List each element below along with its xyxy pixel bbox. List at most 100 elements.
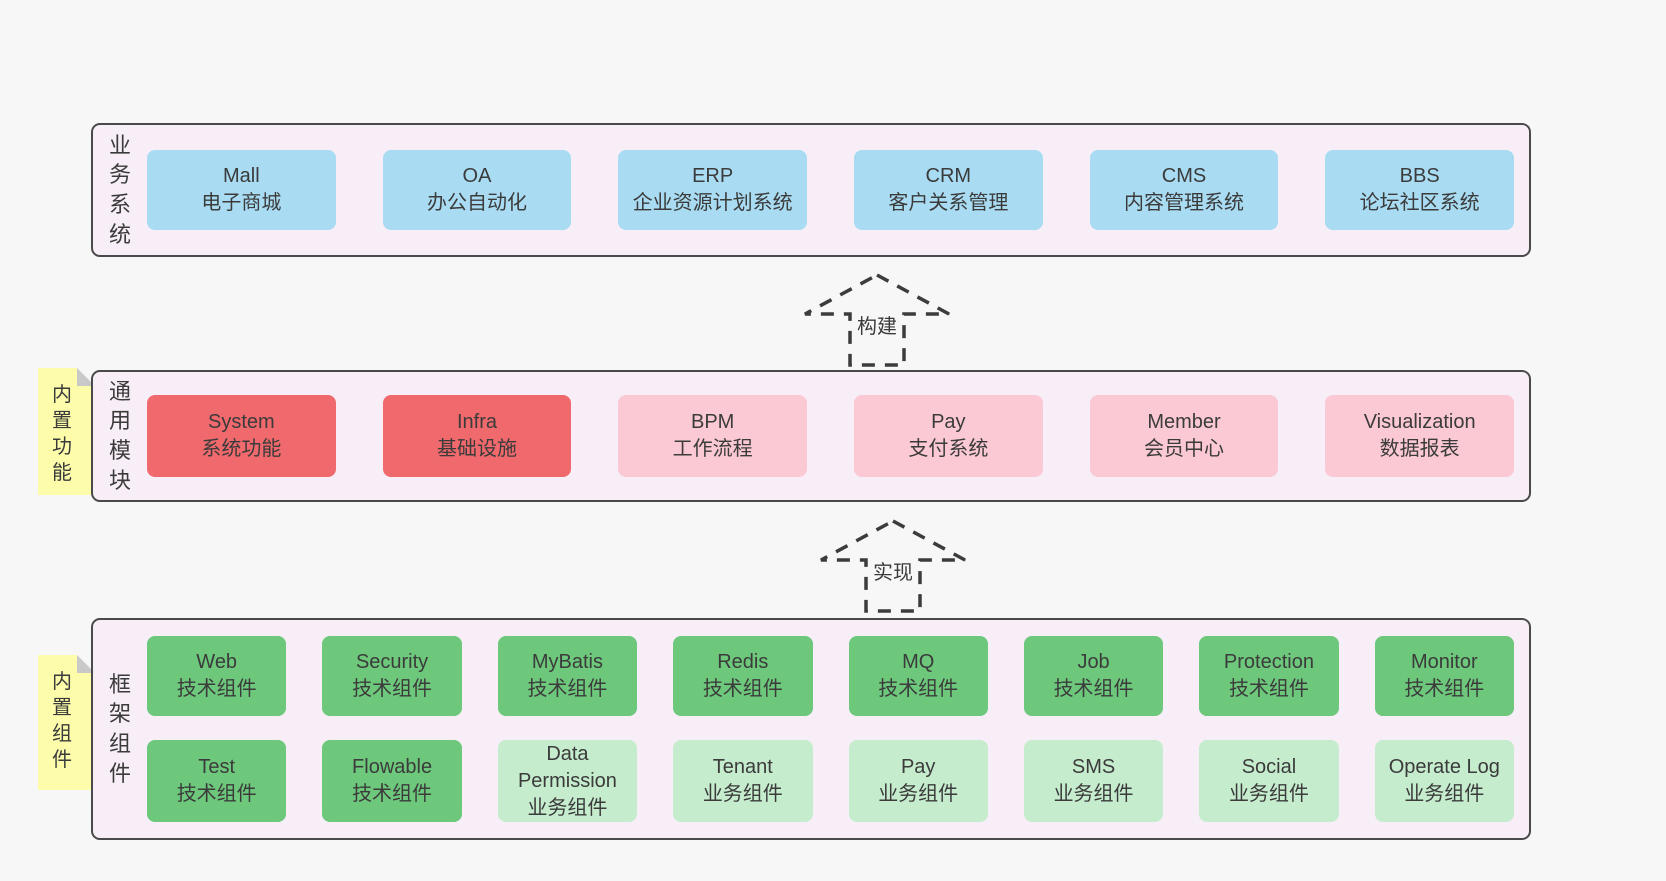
box-subtitle: 电子商城 <box>201 192 282 214</box>
box-subtitle: 支付系统 <box>908 438 989 460</box>
implement-arrow: 实现 <box>813 518 973 614</box>
box-subtitle: 技术组件 <box>702 678 783 700</box>
business-systems-grid: Mall 电子商城 OA 办公自动化 ERP 企业资源计划系统 CRM 客户关系… <box>147 125 1529 255</box>
box-data-permission: Data Permission 业务组件 <box>497 740 638 822</box>
box-protection: Protection 技术组件 <box>1199 636 1339 716</box>
box-tenant: Tenant 业务组件 <box>673 740 813 822</box>
box-title: Web <box>196 651 238 673</box>
box-oa: OA 办公自动化 <box>382 150 572 230</box>
box-title: Operate Log <box>1388 756 1500 778</box>
box-monitor: Monitor 技术组件 <box>1374 636 1514 716</box>
framework-components-band-label-text: 框架组件 <box>108 671 131 786</box>
box-title: Pay <box>900 756 936 778</box>
box-title: BBS <box>1399 165 1440 187</box>
box-cms: CMS 内容管理系统 <box>1089 150 1279 230</box>
box-title: Data Permission <box>517 742 617 792</box>
box-title: MQ <box>902 651 935 673</box>
box-social: Social 业务组件 <box>1199 740 1339 822</box>
common-modules-band: 通用模块 System 系统功能 Infra 基础设施 BPM 工作流程 Pay… <box>91 370 1531 502</box>
box-subtitle: 技术组件 <box>1053 678 1134 700</box>
box-subtitle: 业务组件 <box>1404 783 1485 805</box>
box-web: Web 技术组件 <box>147 636 287 716</box>
box-subtitle: 系统功能 <box>201 438 282 460</box>
box-pay-system: Pay 支付系统 <box>854 395 1043 477</box>
box-mybatis: MyBatis 技术组件 <box>497 636 638 716</box>
box-title: Protection <box>1223 651 1314 673</box>
framework-components-grid: Web 技术组件 Security 技术组件 MyBatis 技术组件 Redi… <box>147 620 1529 838</box>
business-systems-band-label: 业务系统 <box>93 125 147 255</box>
box-subtitle: 会员中心 <box>1143 438 1224 460</box>
box-subtitle: 业务组件 <box>878 783 959 805</box>
box-title: BPM <box>690 411 735 433</box>
implement-arrow-label: 实现 <box>870 556 916 585</box>
box-title: CRM <box>925 165 972 187</box>
box-mall: Mall 电子商城 <box>147 150 336 230</box>
framework-components-band-label: 框架组件 <box>93 620 147 838</box>
box-subtitle: 内容管理系统 <box>1123 192 1244 214</box>
box-mq: MQ 技术组件 <box>848 636 988 716</box>
box-pay-component: Pay 业务组件 <box>848 740 988 822</box>
box-title: System <box>207 411 275 433</box>
box-title: Tenant <box>712 756 773 778</box>
box-crm: CRM 客户关系管理 <box>854 150 1043 230</box>
box-redis: Redis 技术组件 <box>673 636 813 716</box>
common-modules-grid: System 系统功能 Infra 基础设施 BPM 工作流程 Pay 支付系统… <box>147 372 1529 500</box>
box-subtitle: 办公自动化 <box>426 192 527 214</box>
box-subtitle: 技术组件 <box>527 678 608 700</box>
builtin-components-note: 内置组件 <box>38 655 95 790</box>
box-subtitle: 业务组件 <box>702 783 783 805</box>
box-flowable: Flowable 技术组件 <box>322 740 462 822</box>
box-title: Infra <box>456 411 497 433</box>
box-title: Redis <box>717 651 769 673</box>
box-subtitle: 技术组件 <box>352 678 433 700</box>
box-title: Test <box>198 756 236 778</box>
box-title: OA <box>462 165 492 187</box>
box-title: Mall <box>222 165 260 187</box>
box-operate-log: Operate Log 业务组件 <box>1374 740 1514 822</box>
box-subtitle: 技术组件 <box>1228 678 1309 700</box>
box-bpm: BPM 工作流程 <box>618 395 807 477</box>
box-security: Security 技术组件 <box>322 636 462 716</box>
common-modules-band-label-text: 通用模块 <box>108 378 131 493</box>
box-bbs: BBS 论坛社区系统 <box>1325 150 1514 230</box>
box-member: Member 会员中心 <box>1089 395 1279 477</box>
builtin-functions-note-label: 内置功能 <box>52 384 72 484</box>
box-subtitle: 业务组件 <box>1228 783 1309 805</box>
builtin-functions-note: 内置功能 <box>38 368 95 495</box>
box-infra: Infra 基础设施 <box>382 395 572 477</box>
box-title: ERP <box>692 165 734 187</box>
box-subtitle: 论坛社区系统 <box>1359 192 1480 214</box>
box-subtitle: 技术组件 <box>176 783 257 805</box>
box-erp: ERP 企业资源计划系统 <box>618 150 807 230</box>
box-subtitle: 数据报表 <box>1379 438 1460 460</box>
box-system: System 系统功能 <box>147 395 336 477</box>
box-title: Social <box>1241 756 1297 778</box>
box-title: Pay <box>931 411 966 433</box>
build-arrow: 构建 <box>797 272 957 368</box>
box-test: Test 技术组件 <box>147 740 287 822</box>
box-title: Job <box>1077 651 1110 673</box>
box-subtitle: 业务组件 <box>527 796 608 819</box>
box-subtitle: 企业资源计划系统 <box>632 192 793 214</box>
box-subtitle: 客户关系管理 <box>888 192 1009 214</box>
box-subtitle: 技术组件 <box>176 678 257 700</box>
build-arrow-label: 构建 <box>854 310 900 339</box>
builtin-components-note-label: 内置组件 <box>52 671 72 771</box>
box-title: Member <box>1147 411 1221 433</box>
business-systems-band-label-text: 业务系统 <box>108 132 131 247</box>
box-title: Monitor <box>1410 651 1478 673</box>
box-visualization: Visualization 数据报表 <box>1325 395 1514 477</box>
box-subtitle: 基础设施 <box>436 438 517 460</box>
box-title: Security <box>355 651 429 673</box>
box-title: SMS <box>1071 756 1116 778</box>
business-systems-band: 业务系统 Mall 电子商城 OA 办公自动化 ERP 企业资源计划系统 CRM… <box>91 123 1531 257</box>
common-modules-band-label: 通用模块 <box>93 372 147 500</box>
box-title: Visualization <box>1363 411 1476 433</box>
box-job: Job 技术组件 <box>1023 636 1164 716</box>
box-title: CMS <box>1161 165 1207 187</box>
box-sms: SMS 业务组件 <box>1023 740 1164 822</box>
box-subtitle: 技术组件 <box>878 678 959 700</box>
box-subtitle: 技术组件 <box>352 783 433 805</box>
box-subtitle: 业务组件 <box>1053 783 1134 805</box>
framework-components-band: 框架组件 Web 技术组件 Security 技术组件 MyBatis 技术组件… <box>91 618 1531 840</box>
